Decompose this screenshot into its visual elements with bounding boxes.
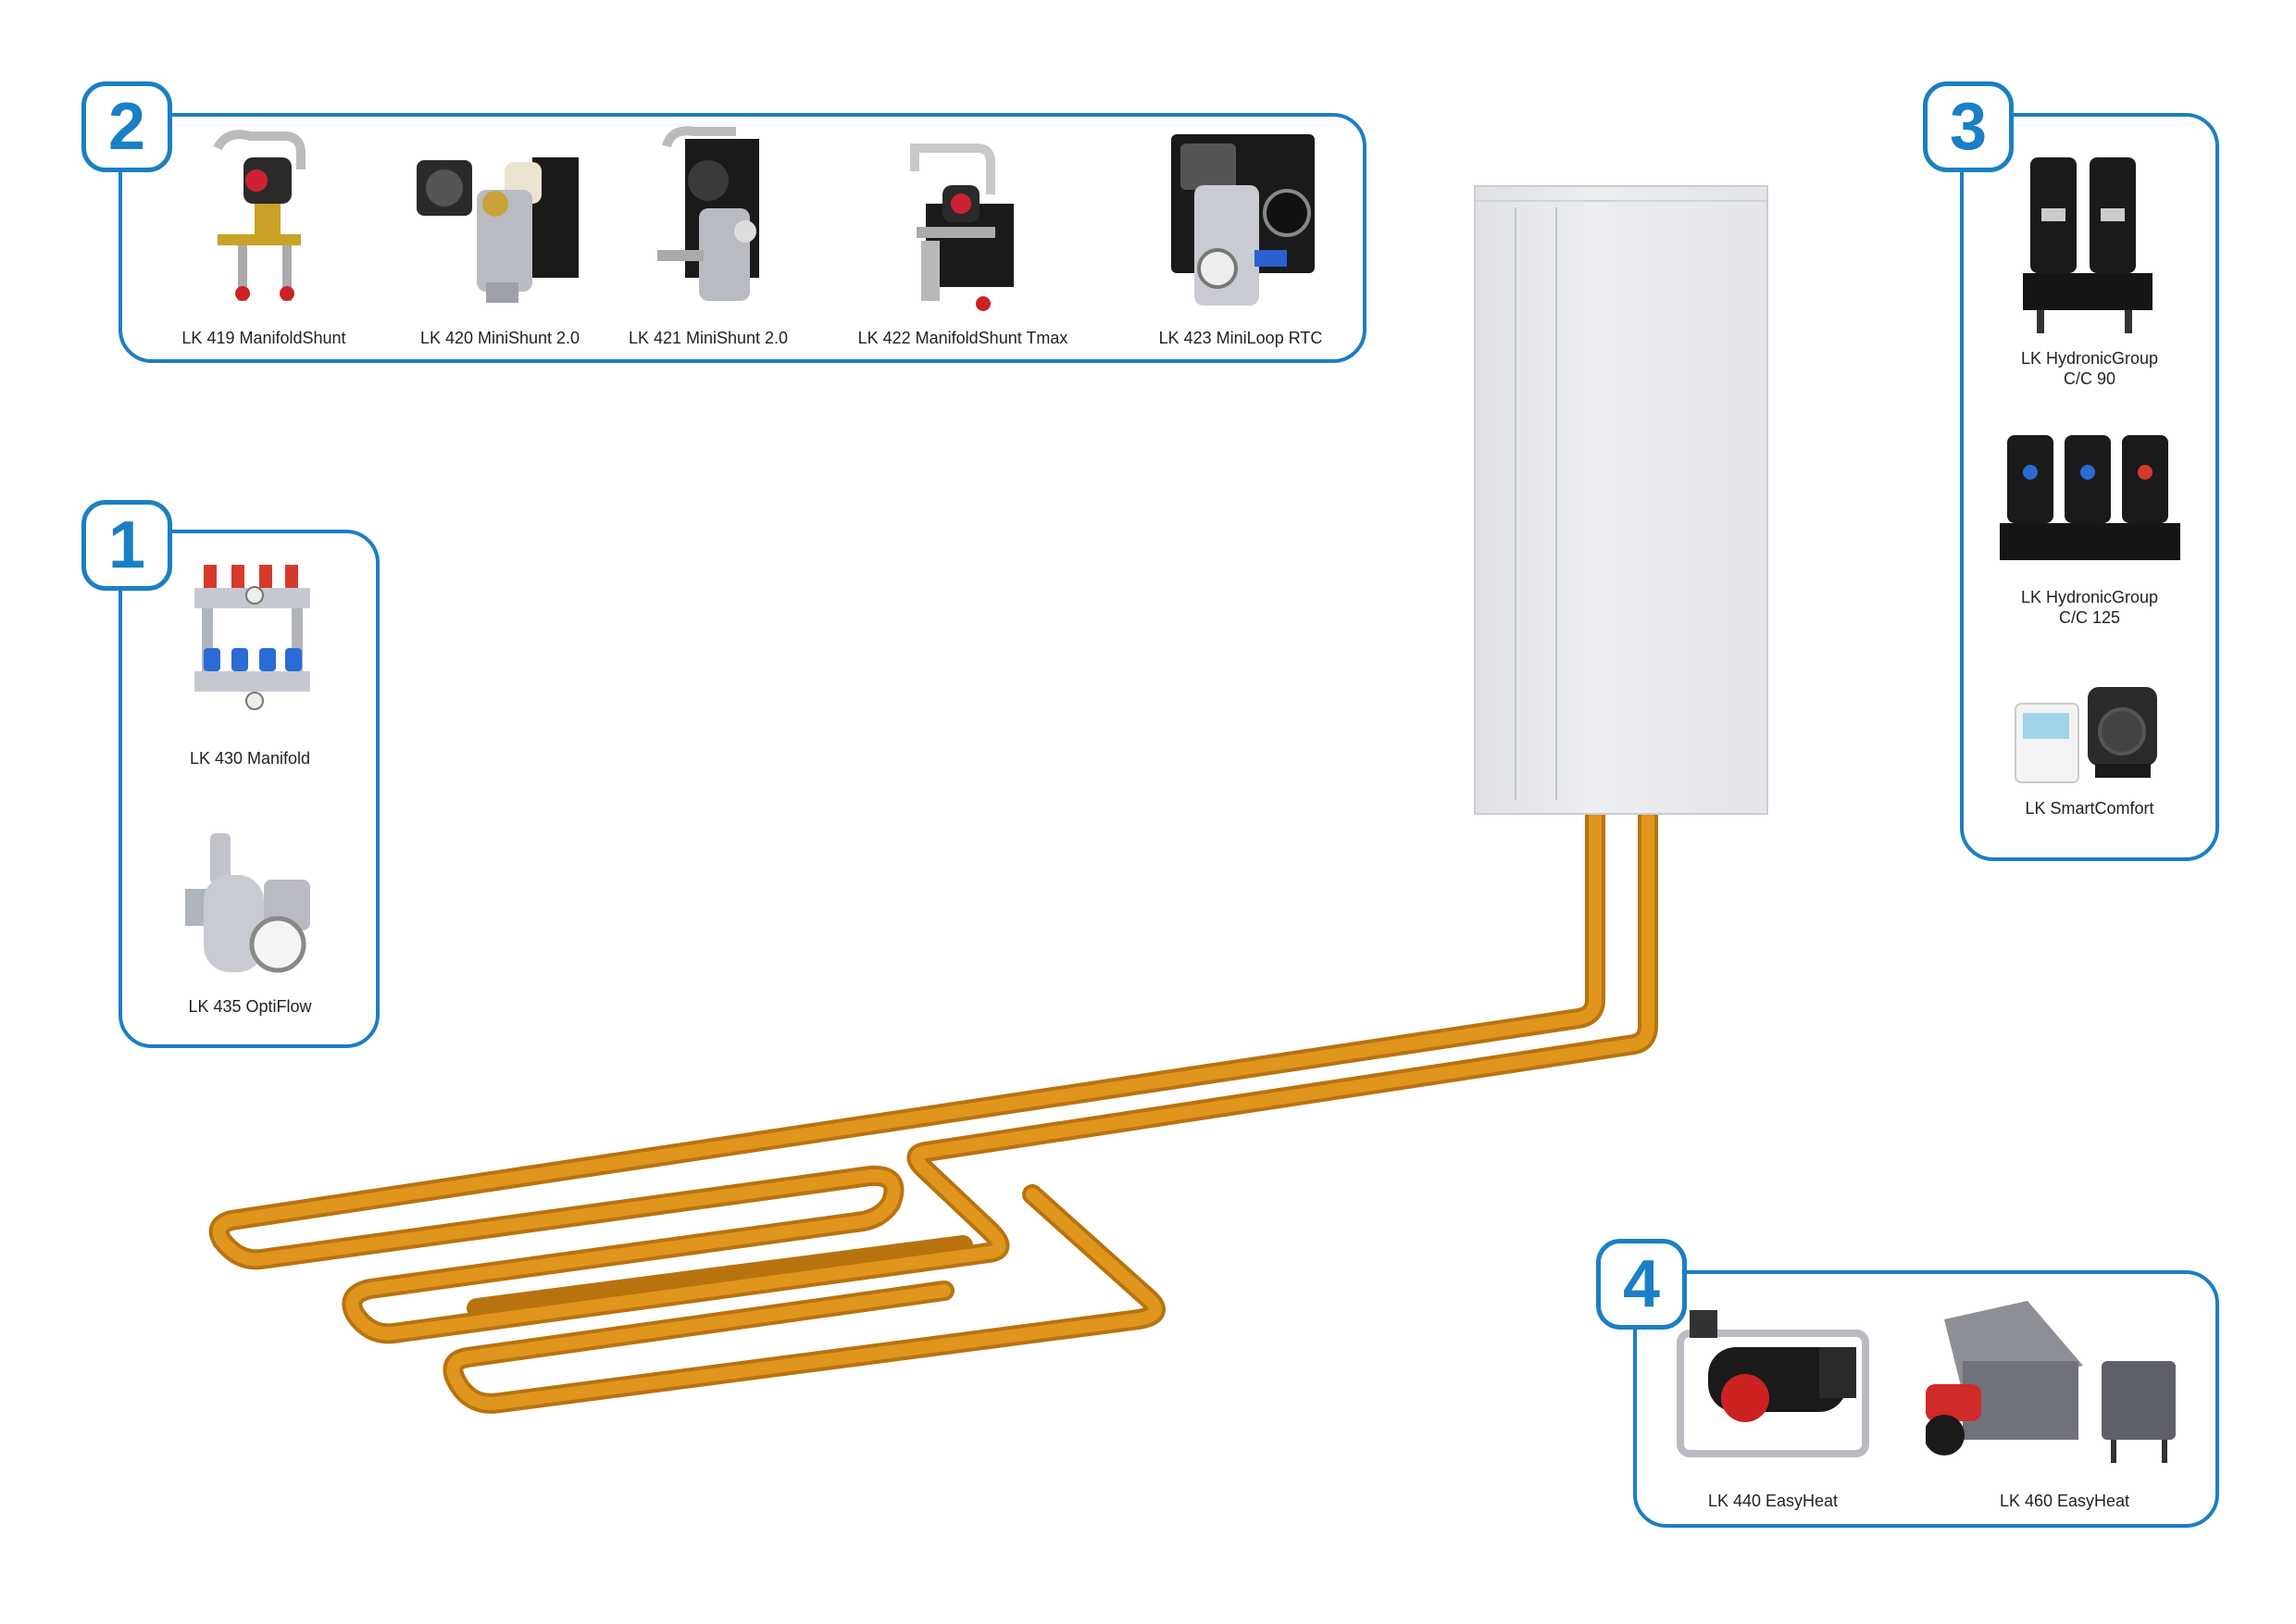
product-caption: LK 435 OptiFlow: [188, 997, 312, 1016]
miniloop-icon: [1171, 134, 1315, 306]
manifold-shunt-tmax-icon: [910, 144, 1014, 311]
panel-number-badge: 4: [1596, 1239, 1687, 1330]
panel-number-badge: 3: [1923, 81, 2014, 172]
product-caption: LK SmartComfort: [2025, 799, 2154, 818]
product-caption-line2: C/C 125: [2058, 608, 2121, 627]
manifold-icon: [194, 565, 310, 710]
smartcomfort-icon: [2015, 687, 2157, 783]
product-caption: LK 421 MiniShunt 2.0: [628, 329, 789, 347]
product-caption: LK 420 MiniShunt 2.0: [419, 329, 580, 347]
product-caption: LK 460 EasyHeat: [1999, 1492, 2130, 1510]
minishunt-icon: [417, 157, 579, 303]
product-caption: LK 440 EasyHeat: [1707, 1492, 1839, 1510]
cabinet-top-edge: [1476, 200, 1766, 202]
hydronic-group-icon: [2000, 435, 2180, 560]
cabinet-divider: [1555, 207, 1557, 800]
hydronic-group-icon: [2023, 157, 2152, 333]
easyheat-cabinet-icon: [1926, 1301, 2176, 1463]
product-caption: LK 422 ManifoldShunt Tmax: [857, 329, 1068, 347]
product-caption-line2: C/C 90: [2063, 369, 2116, 388]
product-caption: LK HydronicGroup: [2020, 588, 2159, 606]
product-caption: LK 430 Manifold: [189, 749, 311, 768]
product-caption: LK HydronicGroup: [2020, 349, 2159, 368]
manifold-shunt-icon: [213, 130, 306, 301]
easyheat-trolley-icon: [1677, 1310, 1869, 1457]
minishunt-icon: [657, 126, 759, 301]
wall-cabinet: [1474, 185, 1768, 815]
panel-number-badge: 1: [81, 500, 172, 591]
product-caption: LK 419 ManifoldShunt: [181, 329, 346, 347]
optiflow-valve-icon: [185, 833, 310, 973]
product-caption: LK 423 MiniLoop RTC: [1158, 329, 1323, 347]
panel-number-badge: 2: [81, 81, 172, 172]
cabinet-divider: [1515, 207, 1516, 800]
